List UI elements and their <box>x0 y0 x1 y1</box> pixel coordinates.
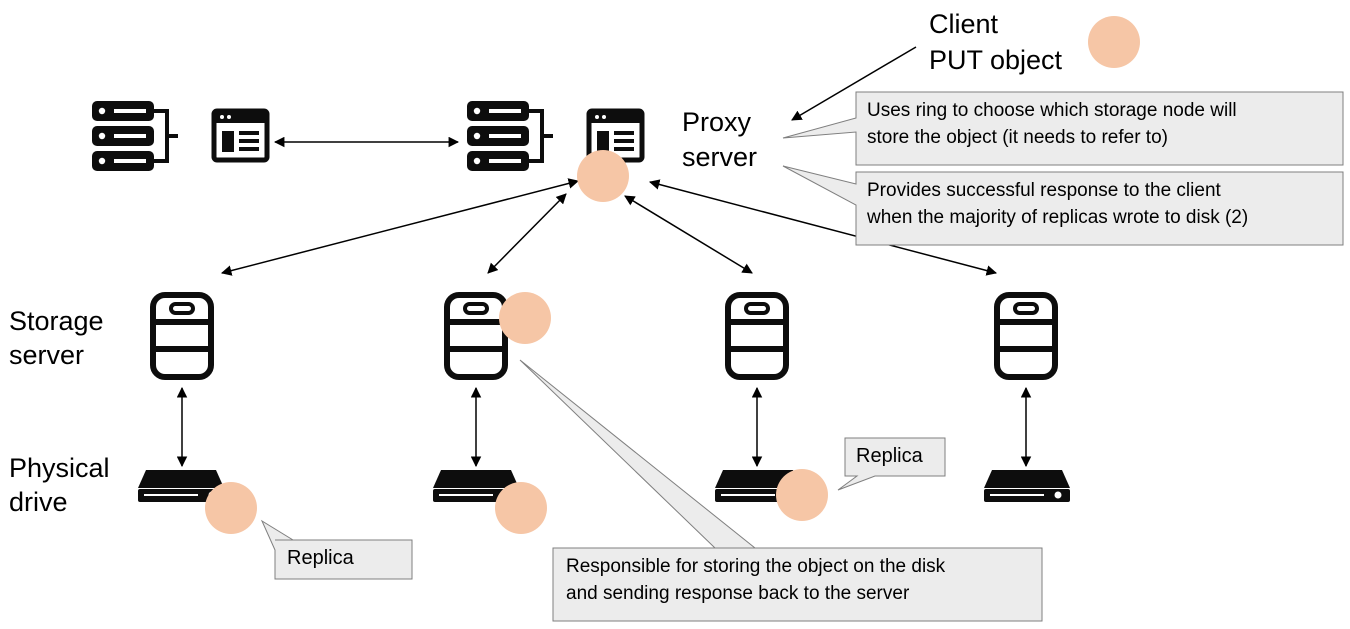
drive-4-icon <box>983 469 1071 503</box>
callout-response-line1: Provides successful response to the clie… <box>867 180 1221 201</box>
object-proxy <box>577 150 629 202</box>
object-drive-1 <box>205 482 257 534</box>
connector-lines <box>176 46 1032 468</box>
callout-replica-1-box <box>260 519 413 580</box>
object-storage-2 <box>499 292 551 344</box>
callout-replica-1-text: Replica <box>287 547 354 569</box>
client-put-label: PUT object <box>929 45 1063 75</box>
drive-label: drive <box>9 487 68 517</box>
callout-shapes <box>260 91 1344 622</box>
object-markers <box>205 16 1140 534</box>
callout-response-box <box>782 165 1344 246</box>
callout-storing-box <box>519 359 1043 622</box>
object-client <box>1088 16 1140 68</box>
storage-label: Storage <box>9 306 104 336</box>
storage-server-label: server <box>9 340 85 370</box>
callout-ring-line1: Uses ring to choose which storage node w… <box>867 100 1237 121</box>
callout-replica-2-box <box>837 437 946 491</box>
physical-label: Physical <box>9 453 110 483</box>
server-left-icon <box>92 101 267 171</box>
proxy-server-label: server <box>682 142 758 172</box>
callout-response-line2: when the majority of replicas wrote to d… <box>867 207 1249 228</box>
callout-storing-line1: Responsible for storing the object on th… <box>566 556 946 577</box>
object-drive-3 <box>776 469 828 521</box>
client-label: Client <box>929 9 999 39</box>
callout-ring-line2: store the object (it needs to refer to) <box>867 127 1168 148</box>
proxy-label: Proxy <box>682 107 752 137</box>
storage-server-2-icon <box>447 295 505 377</box>
callout-ring-box <box>782 91 1344 166</box>
object-drive-2 <box>495 482 547 534</box>
storage-server-4-icon <box>997 295 1055 377</box>
storage-server-3-icon <box>728 295 786 377</box>
callout-replica-2-text: Replica <box>856 445 923 467</box>
storage-server-1-icon <box>153 295 211 377</box>
callout-storing-line2: and sending response back to the server <box>566 583 910 604</box>
